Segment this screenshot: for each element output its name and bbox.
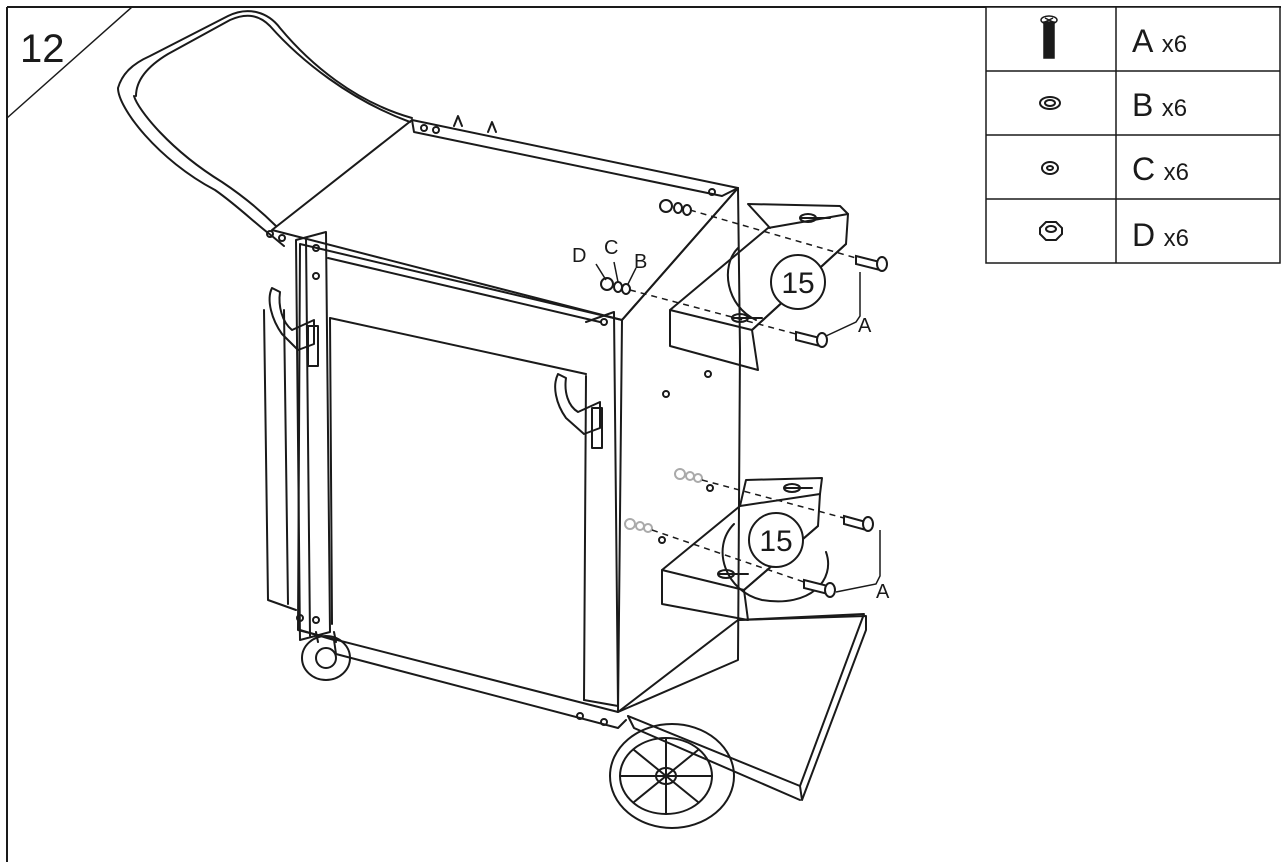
label-a-lower: A [876, 581, 890, 603]
callout-label-lower: 15 [759, 525, 792, 558]
front-caster-wheel [301, 631, 351, 681]
step-number: 12 [20, 27, 65, 71]
part-qty-b: x6 [1162, 95, 1187, 122]
step-indicator: 12 [6, 6, 133, 119]
parts-row-b: B x6 [1039, 87, 1187, 123]
part-letter-d: D [1132, 217, 1155, 253]
step-corner-divider [6, 6, 133, 119]
label-c: C [604, 237, 618, 259]
bolt-icon [1040, 15, 1058, 59]
part-qty-c: x6 [1164, 159, 1189, 186]
bracket-lower-part [661, 477, 829, 621]
svg-text:D x6: D x6 [1132, 217, 1189, 253]
label-leaders [595, 261, 881, 593]
svg-text:C x6: C x6 [1132, 151, 1189, 187]
cart-side-panel [617, 187, 741, 713]
bolt-lower-1 [843, 514, 874, 532]
right-upright-post [583, 311, 619, 707]
welding-cart [117, 10, 867, 829]
assembly-guide-lines [629, 209, 857, 583]
bolt-lower-2 [803, 578, 836, 598]
flat-washer-icon [1039, 96, 1061, 110]
parts-table: A x6 B x6 C x6 [985, 6, 1281, 264]
cart-handle [117, 10, 413, 247]
spring-washer-icon [1041, 161, 1059, 175]
part-letter-c: C [1132, 151, 1155, 187]
cable-hook-right [554, 373, 601, 435]
callout-lower: 15 [748, 512, 804, 568]
callout-upper: 15 [770, 254, 826, 310]
label-b: B [634, 251, 647, 273]
bottom-shelf [617, 613, 865, 787]
parts-row-c: C x6 [1041, 151, 1189, 187]
parts-row-a: A x6 [1040, 15, 1187, 59]
left-upright-post [295, 231, 331, 641]
part-letter-a: A [1132, 23, 1154, 59]
label-a-upper: A [858, 315, 872, 337]
cart-front-panel [297, 243, 623, 713]
callout-circle [770, 254, 826, 310]
svg-text:B x6: B x6 [1132, 87, 1187, 123]
hex-nut-icon [1039, 221, 1063, 241]
part-qty-a: x6 [1162, 31, 1187, 58]
callout-label-upper: 15 [781, 267, 814, 300]
hardware-fasteners [600, 199, 888, 598]
callout-circle [748, 512, 804, 568]
nut-icon [659, 199, 673, 213]
rear-wheel [609, 723, 735, 829]
bolt-upper-1 [855, 254, 888, 272]
part-qty-d: x6 [1164, 225, 1189, 252]
label-d: D [572, 245, 586, 267]
cable-hook-left [268, 287, 315, 351]
svg-text:A x6: A x6 [1132, 23, 1187, 59]
bolt-upper-2 [795, 330, 828, 348]
part-letter-b: B [1132, 87, 1153, 123]
parts-row-d: D x6 [1039, 217, 1189, 253]
